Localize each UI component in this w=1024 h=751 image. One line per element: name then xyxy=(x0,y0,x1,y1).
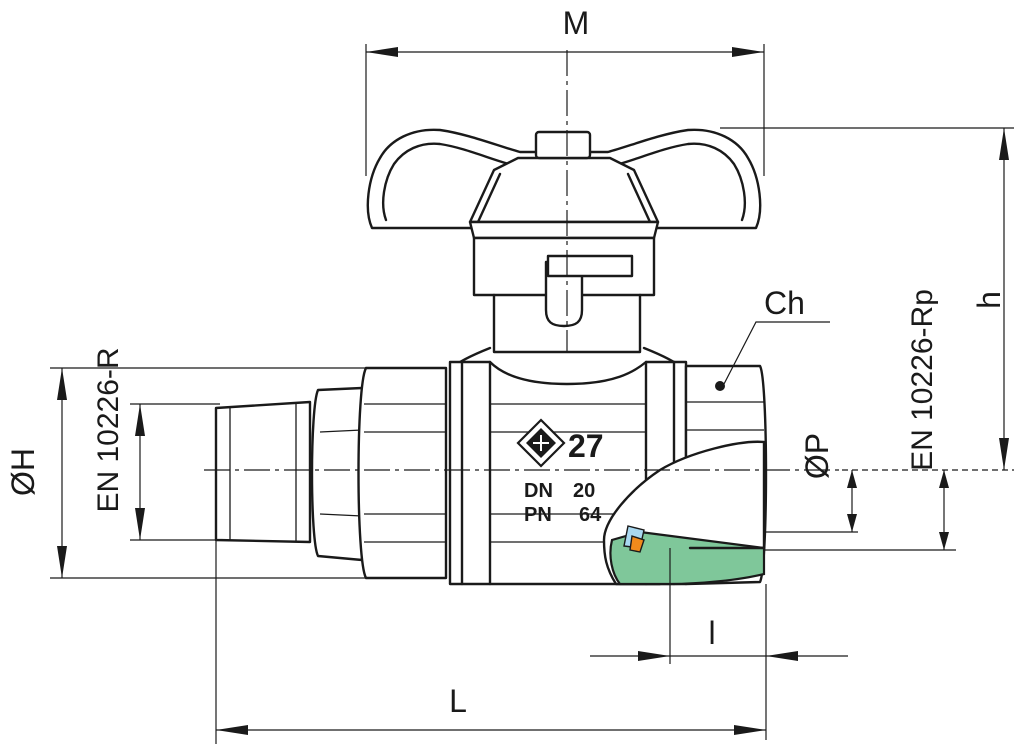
butterfly-handle xyxy=(366,128,762,240)
dimension-l-total-label: L xyxy=(449,683,467,719)
dimension-l-small: l xyxy=(590,548,848,740)
pn-label: PN xyxy=(524,504,552,526)
body-marking: 27 DN 20 PN 64 xyxy=(516,418,604,526)
dimension-ch: Ch xyxy=(723,285,830,385)
dimension-h: h xyxy=(720,127,1014,471)
dimension-oh: ØH xyxy=(5,367,370,579)
size-marking: 27 xyxy=(568,428,604,464)
dn-value: 20 xyxy=(573,480,595,502)
dimension-h-label: h xyxy=(971,291,1007,309)
left-thread-standard: EN 10226-R xyxy=(92,347,220,541)
dimension-m-label: M xyxy=(563,5,590,41)
center-lines xyxy=(204,50,840,471)
left-hex-nut xyxy=(310,366,448,580)
manufacturer-logo-icon xyxy=(516,418,566,468)
male-thread-end xyxy=(214,400,312,544)
dimension-op-label: ØP xyxy=(799,433,835,479)
cutaway-section xyxy=(602,440,766,586)
pin-hole-icon xyxy=(715,381,725,391)
dimension-oh-label: ØH xyxy=(5,448,41,496)
left-standard-label: EN 10226-R xyxy=(92,347,125,512)
dimension-m: M xyxy=(365,5,765,176)
dimension-l-total: L xyxy=(215,540,766,744)
right-standard-label: EN 10226-Rp xyxy=(906,289,939,471)
pn-value: 64 xyxy=(579,504,602,526)
right-thread-standard: EN 10226-Rp xyxy=(764,289,956,551)
dimension-ch-label: Ch xyxy=(764,285,805,321)
dimension-op: ØP xyxy=(764,433,858,533)
dimension-l-small-label: l xyxy=(708,615,715,651)
seal-orange xyxy=(629,535,645,553)
dn-label: DN xyxy=(524,480,553,502)
